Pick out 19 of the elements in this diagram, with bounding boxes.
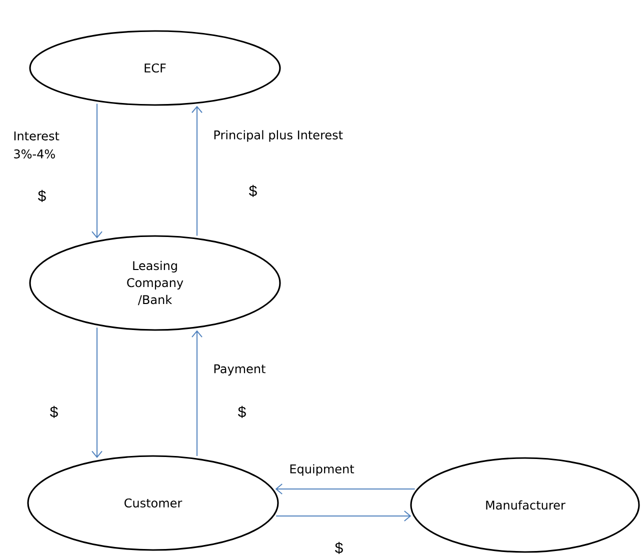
arrow <box>92 327 102 458</box>
dollar-sign: $ <box>334 542 343 554</box>
oval-node: Customer <box>27 455 279 551</box>
edge-label: Equipment <box>290 464 354 476</box>
oval-node: Leasing Company /Bank <box>29 235 281 331</box>
dollar-sign: $ <box>249 184 257 198</box>
oval-node: ECF <box>29 30 281 106</box>
edge-label: Payment <box>214 364 266 376</box>
arrow <box>192 330 202 456</box>
edge-label: Interest 3%-4% <box>14 132 60 158</box>
oval-node: Manufacturer <box>410 457 640 553</box>
dollar-sign: $ <box>50 406 58 418</box>
arrow <box>192 106 202 236</box>
arrow <box>276 510 412 522</box>
dollar-sign: $ <box>238 406 246 418</box>
edge-label: Principal plus Interest <box>214 130 343 142</box>
arrow <box>275 484 416 494</box>
arrow <box>92 103 102 238</box>
dollar-sign: $ <box>38 190 46 202</box>
